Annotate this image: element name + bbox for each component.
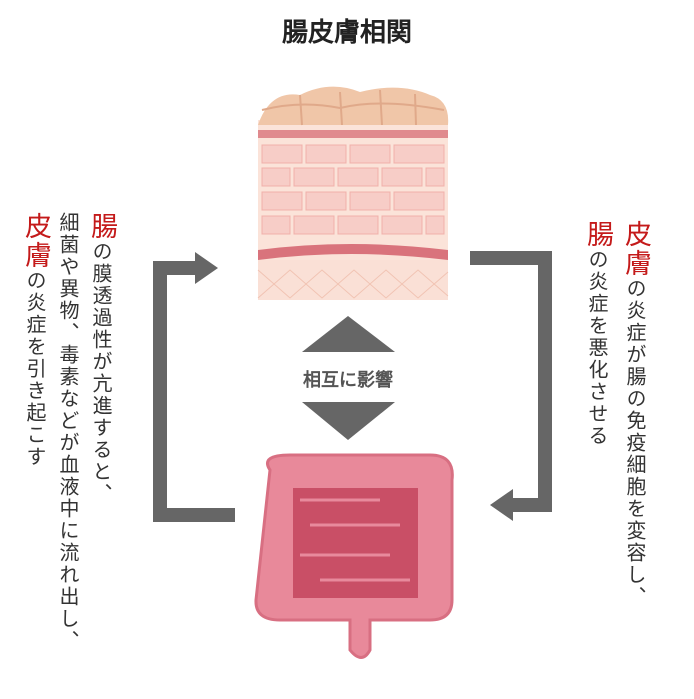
left-cycle-arrow [153, 261, 235, 522]
skin-illustration [257, 86, 449, 300]
left-text-col3: 皮膚の炎症を引き起こす [20, 212, 51, 468]
right-cycle-arrow [470, 251, 552, 512]
text: の炎症が腸の免疫細胞を変容し、 [623, 278, 647, 608]
text: 細菌や異物、毒素などが血液中に流れ出し、 [56, 212, 80, 652]
highlight-intestine: 腸 [86, 212, 117, 241]
text: の膜透過性が亢進すると、 [89, 241, 113, 505]
right-text-col1: 皮膚の炎症が腸の免疫細胞を変容し、 [620, 220, 651, 608]
highlight-skin: 皮膚 [620, 220, 651, 278]
highlight-skin: 皮膚 [20, 212, 51, 270]
text: の炎症を悪化させる [585, 249, 609, 447]
mutual-influence-label: 相互に影響 [303, 370, 393, 391]
left-arrowhead-icon [195, 252, 218, 284]
left-text-col1: 腸の膜透過性が亢進すると、 [86, 212, 117, 505]
left-text-col2: 細菌や異物、毒素などが血液中に流れ出し、 [56, 212, 80, 652]
right-arrowhead-icon [490, 489, 513, 521]
down-triangle-icon [302, 402, 395, 440]
page-title: 腸皮膚相関 [281, 18, 412, 48]
up-triangle-icon [302, 316, 395, 352]
text: の炎症を引き起こす [23, 270, 47, 468]
right-text-col2: 腸の炎症を悪化させる [582, 220, 613, 447]
intestine-illustration [254, 453, 454, 659]
highlight-intestine: 腸 [582, 220, 613, 249]
